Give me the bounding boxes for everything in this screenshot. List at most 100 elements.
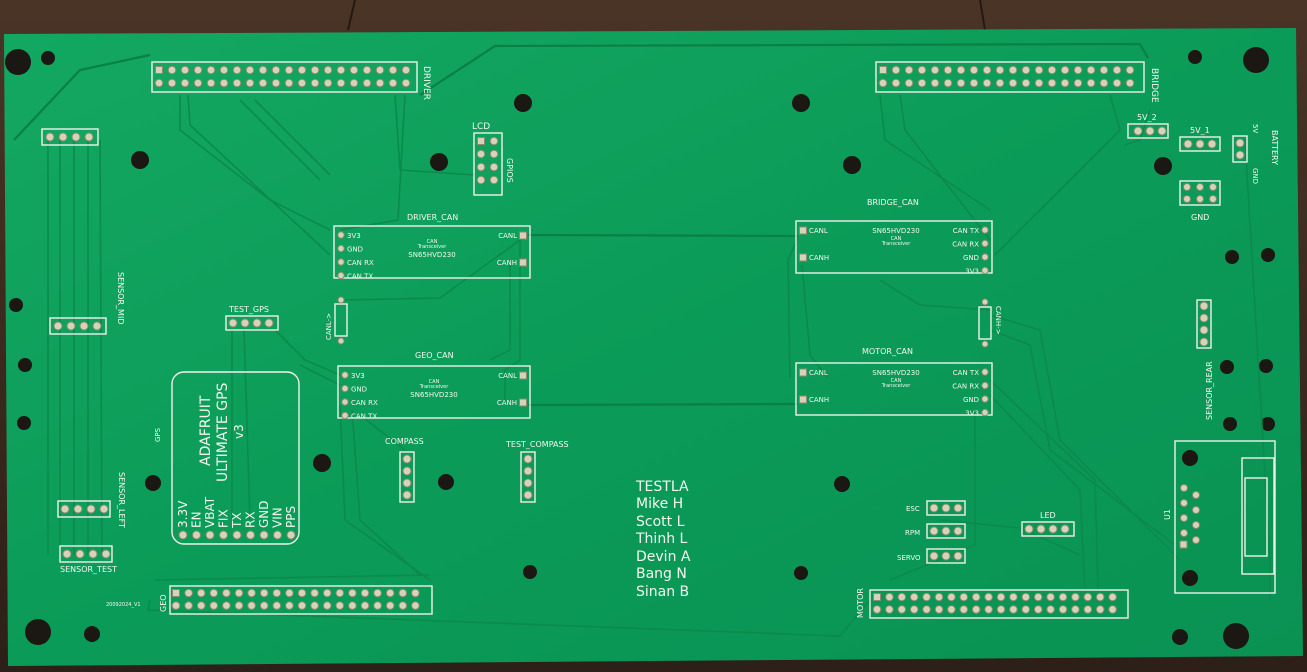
can-pin (981, 408, 989, 417)
bridge-header-pin (943, 65, 953, 75)
geo-header-pin (209, 588, 219, 598)
bridge-header-pin (1112, 78, 1122, 88)
motor-header-pin (1046, 605, 1055, 614)
can-pin-label: GND (963, 254, 979, 262)
driver-header-pin (297, 65, 307, 75)
canl-pad (799, 368, 807, 377)
bridge-header-pin (891, 65, 901, 75)
geo-header-pin (322, 588, 332, 598)
geo-header-pin (172, 589, 180, 597)
motor-header-pin (873, 593, 881, 601)
canh-label: CANH (809, 396, 829, 404)
bridge-header-pin (1099, 78, 1109, 88)
canl-arrow-label: CANL-> (325, 313, 333, 340)
canl-label: CANL (498, 372, 517, 380)
lcd-header-pin (489, 175, 499, 185)
gps-pin-label: EN (190, 511, 204, 528)
bridge-header-pin (1034, 78, 1044, 88)
five-v-1-label: 5V_1 (1190, 126, 1210, 135)
motor-header-pin (1095, 592, 1105, 602)
driver-header-pin (349, 65, 359, 75)
motor-header-pin (971, 592, 981, 602)
bridge-header-pin (904, 65, 914, 75)
motor-can-label: MOTOR_CAN (862, 347, 913, 356)
motor-header-pin (1021, 592, 1031, 602)
driver-header-pin (232, 78, 242, 88)
sensor-rear-header: SENSOR_REAR (1196, 299, 1214, 420)
can-transceiver-outline (795, 362, 993, 416)
bridge-header-pin (956, 65, 966, 75)
db9-connector: U1 (1163, 440, 1276, 594)
can-pin (337, 244, 345, 253)
gpios-label: GPIOS (505, 158, 514, 183)
geo-header-pin (171, 601, 181, 610)
team-member-6: Sinan B (636, 584, 689, 600)
driver-header-pin (310, 65, 320, 75)
can-pin-label: CAN RX (952, 241, 979, 249)
bridge-header-pin (930, 65, 940, 75)
motor-header-pin (947, 605, 956, 614)
geo-header-pin (222, 601, 231, 610)
battery-label: BATTERY (1270, 130, 1279, 165)
canh-pad (799, 395, 807, 404)
pcb-board (4, 28, 1303, 666)
bridge-header-pin (969, 78, 979, 88)
driver-header-pin (180, 65, 190, 75)
can-pin (341, 384, 349, 393)
compass-label: COMPASS (385, 437, 424, 446)
bridge-header-pin (1034, 65, 1044, 75)
bridge-header-pin (917, 78, 927, 88)
canl-label: CANL (809, 369, 828, 377)
gps-pin-label: FIX (217, 509, 231, 528)
canh-pad (519, 398, 527, 407)
lcd-header-pin (476, 175, 486, 185)
geo-header-pin (196, 601, 206, 610)
driver-header-pin (388, 78, 398, 88)
driver-header-pin (245, 65, 255, 75)
lcd-header-pin (477, 137, 485, 145)
gnd-block-label: GND (1191, 213, 1209, 222)
motor-header-pin (1009, 592, 1018, 602)
motor-header-pin (1058, 592, 1068, 602)
bridge-header-pin (1125, 65, 1135, 75)
bridge-header-pin (904, 78, 914, 88)
bridge-header-pin (1086, 78, 1096, 88)
rpm-label: RPM (905, 529, 920, 537)
bridge-header-pin (1008, 65, 1018, 75)
lcd-header-pin (476, 149, 486, 159)
canl-label: CANL (498, 232, 517, 240)
bridge-header-pin (879, 66, 887, 74)
five-v-label: 5V (1251, 124, 1259, 133)
motor-header-pin (996, 605, 1006, 614)
motor-header-pin (1083, 592, 1093, 602)
motor-header-pin (909, 605, 919, 614)
power-headers: 5V_2 5V_1 5V GND BATTERY GND (1127, 113, 1279, 222)
canh-label: CANH (497, 259, 517, 267)
sensor-test-label: SENSOR_TEST (60, 565, 117, 574)
can-pin-label: 3V3 (965, 410, 979, 418)
driver-header-pin (219, 78, 229, 88)
geo-header-pin (222, 588, 231, 598)
geo-header-pin (360, 601, 370, 610)
bridge-header-pin (1073, 78, 1083, 88)
motor-header-pin (1108, 592, 1117, 602)
bridge-header: BRIDGE (875, 61, 1159, 103)
canh-arrow-label: CANH-> (994, 306, 1002, 335)
esc-label: ESC (906, 505, 920, 513)
motor-header-pin (922, 605, 931, 614)
gps-line1: ADAFRUIT (198, 395, 214, 466)
can-pin (981, 395, 989, 403)
geo-header-pin (411, 588, 420, 598)
geo-header-pin (285, 588, 294, 598)
can-pin (981, 253, 989, 261)
sensor-left-label: SENSOR_LEFT (117, 472, 126, 528)
motor-header-pin (959, 605, 969, 614)
gps-pin-label: TX (230, 512, 244, 529)
can-pin (337, 258, 345, 266)
geo-header: GEO 20092024_V1 (106, 585, 433, 615)
driver-header-pin (310, 78, 320, 88)
bridge-header-pin (917, 65, 927, 75)
driver-header-pin (206, 65, 216, 75)
canh-pad (799, 253, 807, 262)
